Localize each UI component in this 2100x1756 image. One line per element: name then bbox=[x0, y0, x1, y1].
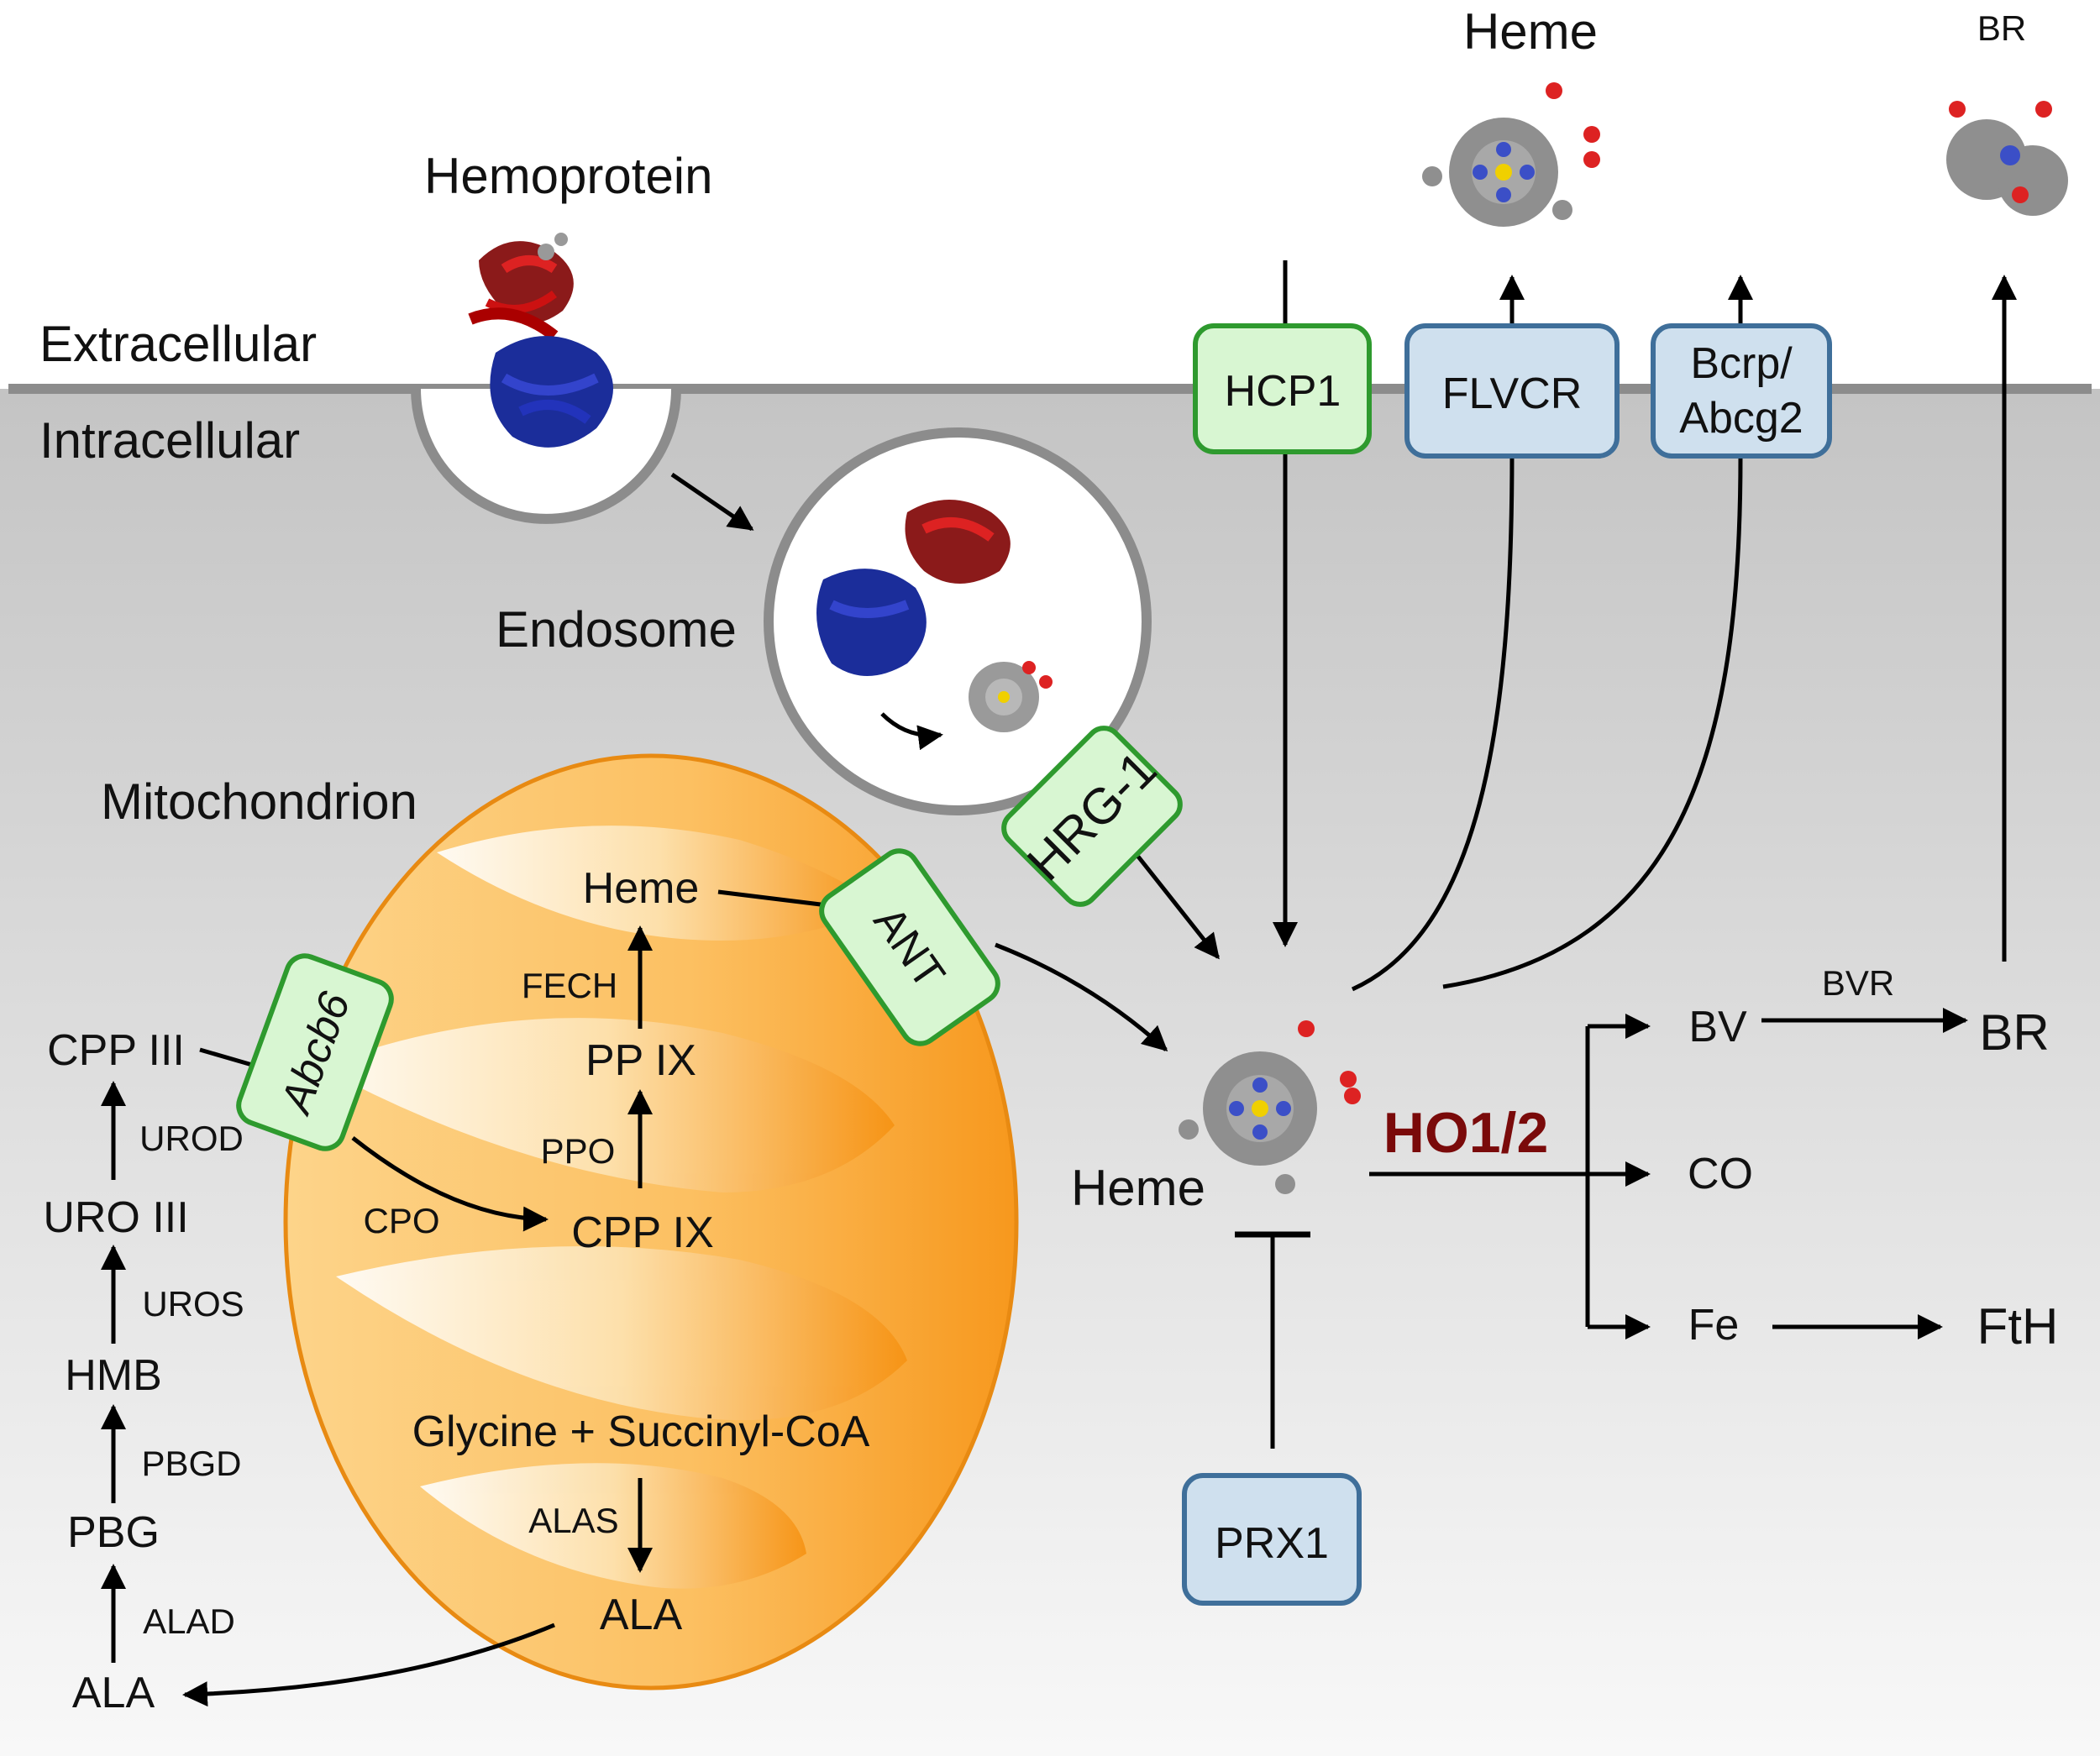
top-br-label: BR bbox=[1977, 8, 2026, 48]
bcrp-export-path bbox=[1442, 455, 1743, 989]
hrg1-arrow bbox=[1137, 855, 1220, 960]
uros-label: UROS bbox=[142, 1284, 244, 1324]
flvcr-transporter: FLVCR bbox=[1404, 323, 1620, 459]
prx1-label: PRX1 bbox=[1215, 1519, 1329, 1568]
cytosol-heme-label: Heme bbox=[1071, 1160, 1205, 1216]
endocytosis-arrow bbox=[670, 472, 754, 532]
ant-to-cytosol-arrow bbox=[995, 942, 1168, 1052]
prx1-protein: PRX1 bbox=[1182, 1473, 1362, 1606]
mitochondrion-cristae bbox=[319, 826, 907, 1589]
mitochondrion-label: Mitochondrion bbox=[101, 773, 417, 830]
mitochondrion bbox=[283, 753, 1019, 1690]
abcg2-label: Abcg2 bbox=[1679, 394, 1803, 443]
bv-label: BV bbox=[1688, 1003, 1747, 1051]
uro3-label: URO III bbox=[43, 1193, 188, 1242]
ho12-enzyme-label: HO1/2 bbox=[1383, 1101, 1549, 1165]
pbgd-label: PBGD bbox=[141, 1444, 241, 1483]
hcp1-transporter: HCP1 bbox=[1193, 323, 1372, 454]
alas-label: ALAS bbox=[528, 1501, 618, 1540]
ala-export-arrow bbox=[182, 1622, 555, 1707]
urod-label: UROD bbox=[139, 1119, 244, 1158]
top-heme-label: Heme bbox=[1463, 3, 1598, 60]
hemoprotein-label: Hemoprotein bbox=[424, 148, 713, 204]
endocytic-pit bbox=[416, 389, 676, 519]
flvcr-export-path bbox=[1351, 453, 1515, 992]
flvcr-label: FLVCR bbox=[1442, 370, 1583, 418]
cytosol-br-label: BR bbox=[1979, 1004, 2049, 1061]
endosome-heme-molecule-icon bbox=[969, 661, 1053, 732]
hemoprotein-icon bbox=[468, 233, 613, 448]
cpp3-label: CPP III bbox=[47, 1026, 185, 1075]
abcb6-transporter: Abcb6 bbox=[236, 953, 394, 1151]
fe-label: Fe bbox=[1688, 1301, 1740, 1350]
extracellular-label: Extracellular bbox=[39, 316, 317, 372]
bcrp-abcg2-transporter: Bcrp/ Abcg2 bbox=[1651, 323, 1832, 459]
fth-label: FtH bbox=[1977, 1298, 2059, 1355]
mito-heme-label: Heme bbox=[583, 864, 700, 913]
bvr-label: BVR bbox=[1822, 963, 1894, 1003]
endosome-hemoprotein-icon bbox=[816, 500, 1011, 676]
pbg-label: PBG bbox=[67, 1508, 160, 1557]
hmb-label: HMB bbox=[65, 1351, 162, 1400]
substrates-label: Glycine + Succinyl-CoA bbox=[412, 1407, 870, 1456]
cpp9-label: CPP IX bbox=[571, 1208, 714, 1257]
endosome bbox=[764, 427, 1152, 815]
cyto-ala-label: ALA bbox=[72, 1669, 155, 1717]
endosome-label: Endosome bbox=[496, 601, 737, 658]
heme-release-arrow bbox=[880, 712, 943, 751]
cytosol-heme-molecule-icon bbox=[1179, 1020, 1361, 1194]
alad-label: ALAD bbox=[143, 1601, 235, 1641]
abcb6-to-cpp9-arrow bbox=[351, 1136, 549, 1232]
co-label: CO bbox=[1688, 1150, 1753, 1198]
pp9-label: PP IX bbox=[585, 1036, 696, 1085]
ppo-label: PPO bbox=[541, 1131, 616, 1171]
top-br-molecule-icon bbox=[1946, 101, 2068, 216]
cpp3-to-abcb6-line bbox=[199, 1047, 253, 1067]
cpo-label: CPO bbox=[363, 1201, 439, 1240]
mito-ala-label: ALA bbox=[600, 1591, 683, 1639]
bcrp-label: Bcrp/ bbox=[1690, 339, 1793, 388]
fech-label: FECH bbox=[522, 966, 617, 1005]
heme-to-ant-line bbox=[717, 889, 828, 908]
top-heme-molecule-icon bbox=[1422, 82, 1600, 227]
hcp1-label: HCP1 bbox=[1225, 367, 1341, 416]
ant-transporter: ANT bbox=[819, 848, 1000, 1046]
intracellular-label: Intracellular bbox=[39, 412, 300, 469]
